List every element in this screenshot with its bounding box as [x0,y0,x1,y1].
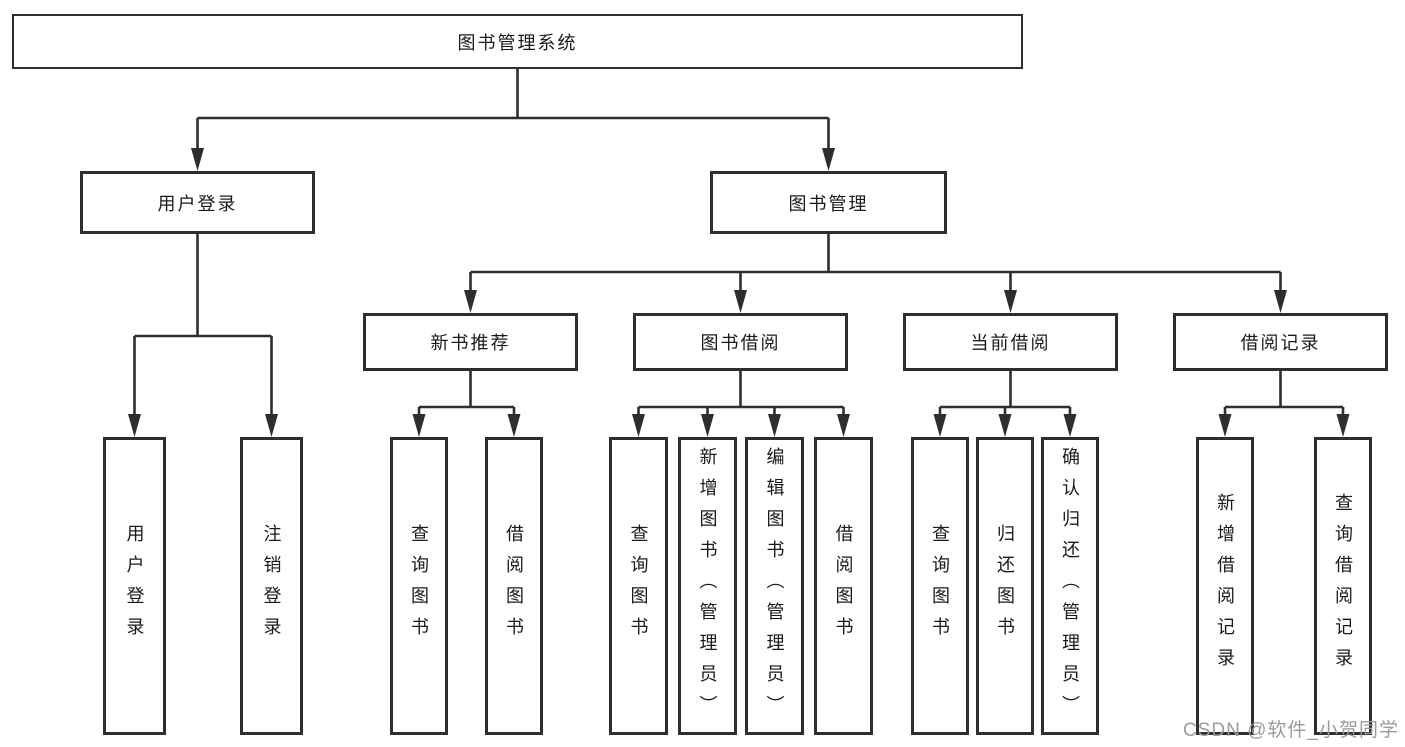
leaf-br-query-record-label: 查询借阅记录 [1333,493,1353,679]
leaf-cb-return-books: 归还图书 [976,437,1034,735]
leaf-cb-return-books-label: 归还图书 [995,524,1015,648]
node-borrow-records: 借阅记录 [1173,313,1388,371]
leaf-bb-borrow-books-label: 借阅图书 [833,524,854,648]
leaf-bb-add-books-admin-label: 新增图书（管理员） [697,446,718,726]
leaf-bb-edit-books-admin-label: 编辑图书（管理员） [764,446,785,726]
leaf-logout-label: 注销登录 [261,524,282,648]
node-user-login-branch: 用户登录 [80,171,315,234]
leaf-nb-query-books: 查询图书 [390,437,448,735]
node-book-borrow: 图书借阅 [633,313,848,371]
arrowheads [128,148,1350,437]
node-book-management-branch: 图书管理 [710,171,947,234]
leaf-cb-query-books: 查询图书 [911,437,969,735]
leaf-bb-query-books-label: 查询图书 [628,524,649,648]
leaf-bb-borrow-books: 借阅图书 [814,437,873,735]
leaf-br-add-record-label: 新增借阅记录 [1215,493,1235,679]
leaf-nb-borrow-books: 借阅图书 [485,437,543,735]
node-current-borrow: 当前借阅 [903,313,1118,371]
leaf-user-login-label: 用户登录 [124,524,145,648]
node-root-system: 图书管理系统 [12,14,1023,69]
leaf-bb-query-books: 查询图书 [609,437,668,735]
leaf-logout: 注销登录 [240,437,303,735]
leaf-br-query-record: 查询借阅记录 [1314,437,1372,735]
connector-lines [133,69,1345,418]
leaf-cb-confirm-return-admin: 确认归还（管理员） [1041,437,1099,735]
leaf-nb-query-books-label: 查询图书 [409,524,429,648]
csdn-watermark: CSDN @软件_小贺同学 [1183,720,1399,741]
leaf-br-add-record: 新增借阅记录 [1196,437,1254,735]
node-new-book-recommend: 新书推荐 [363,313,578,371]
leaf-user-login: 用户登录 [103,437,166,735]
leaf-nb-borrow-books-label: 借阅图书 [504,524,524,648]
leaf-bb-edit-books-admin: 编辑图书（管理员） [745,437,804,735]
leaf-cb-query-books-label: 查询图书 [930,524,950,648]
leaf-bb-add-books-admin: 新增图书（管理员） [678,437,737,735]
leaf-cb-confirm-return-admin-label: 确认归还（管理员） [1060,446,1080,726]
